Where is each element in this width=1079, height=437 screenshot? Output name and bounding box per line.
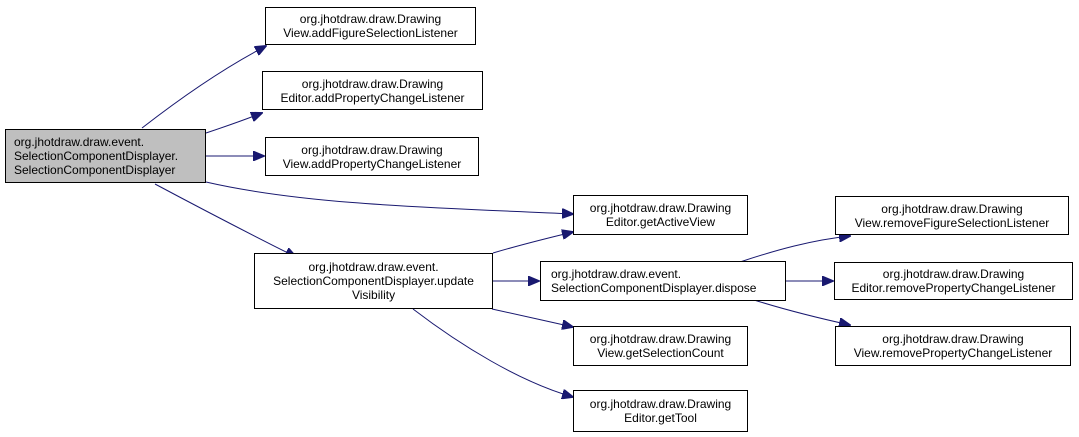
node-line: org.jhotdraw.draw.Drawing xyxy=(882,267,1025,281)
node-line: Editor.addPropertyChangeListener xyxy=(280,90,465,105)
node-line: org.jhotdraw.draw.event. xyxy=(14,135,145,149)
node-drawing-view-add-figure-selection-listener[interactable]: org.jhotdraw.draw.Drawing View.addFigure… xyxy=(265,7,476,45)
node-line: View.addFigureSelectionListener xyxy=(283,26,458,40)
node-line: View.removeFigureSelectionListener xyxy=(854,215,1050,230)
node-line: org.jhotdraw.draw.Drawing xyxy=(881,201,1023,216)
node-line: org.jhotdraw.draw.Drawing xyxy=(299,12,442,26)
node-line: SelectionComponentDisplayer. xyxy=(14,149,179,163)
edge-root-to-getActiveView xyxy=(205,181,573,214)
node-drawing-view-add-property-change-listener[interactable]: org.jhotdraw.draw.Drawing View.addProper… xyxy=(265,137,479,176)
node-line: org.jhotdraw.draw.event. xyxy=(551,267,682,281)
node-drawing-view-remove-figure-selection-listener[interactable]: org.jhotdraw.draw.Drawing View.removeFig… xyxy=(835,196,1069,235)
node-line: View.removePropertyChangeListener xyxy=(853,346,1053,360)
node-dispose[interactable]: org.jhotdraw.draw.event. SelectionCompon… xyxy=(540,261,786,301)
node-drawing-view-remove-property-change-listener[interactable]: org.jhotdraw.draw.Drawing View.removePro… xyxy=(835,326,1071,366)
node-line: org.jhotdraw.draw.Drawing xyxy=(882,332,1024,346)
node-drawing-editor-get-active-view[interactable]: org.jhotdraw.draw.Drawing Editor.getActi… xyxy=(573,195,748,235)
node-line: SelectionComponentDisplayer.dispose xyxy=(551,281,757,295)
node-line: org.jhotdraw.draw.Drawing xyxy=(589,201,732,215)
edge-root-to-addFigureSelectionListener xyxy=(141,46,266,129)
node-line: View.addPropertyChangeListener xyxy=(282,156,462,171)
node-drawing-editor-add-property-change-listener[interactable]: org.jhotdraw.draw.Drawing Editor.addProp… xyxy=(262,71,483,110)
node-line: Editor.getTool xyxy=(624,411,697,425)
node-root-selection-component-displayer-constructor[interactable]: org.jhotdraw.draw.event. SelectionCompon… xyxy=(5,129,206,183)
edge-updateVisibility-to-getTool xyxy=(412,308,573,397)
node-line: org.jhotdraw.draw.event. xyxy=(308,260,439,274)
node-line: SelectionComponentDisplayer xyxy=(14,163,176,177)
node-update-visibility[interactable]: org.jhotdraw.draw.event. SelectionCompon… xyxy=(254,253,493,309)
node-line: SelectionComponentDisplayer.update xyxy=(273,274,474,288)
node-line: org.jhotdraw.draw.Drawing xyxy=(589,397,732,411)
edge-dispose-to-removeFigureSelectionListener xyxy=(739,236,850,263)
node-line: Editor.getActiveView xyxy=(605,215,716,229)
node-line: org.jhotdraw.draw.Drawing xyxy=(301,142,443,157)
node-line: Visibility xyxy=(351,288,396,302)
node-drawing-editor-remove-property-change-listener[interactable]: org.jhotdraw.draw.Drawing Editor.removeP… xyxy=(834,262,1073,300)
node-line: org.jhotdraw.draw.Drawing xyxy=(589,332,732,346)
edge-root-to-editorAddPropertyChangeListener xyxy=(205,113,262,134)
edge-updateVisibility-to-getActiveView xyxy=(492,232,573,254)
node-drawing-editor-get-tool[interactable]: org.jhotdraw.draw.Drawing Editor.getTool xyxy=(573,390,748,432)
edge-root-to-updateVisibility xyxy=(154,183,296,257)
edge-dispose-to-viewRemovePropertyChangeListener xyxy=(753,299,850,325)
edge-updateVisibility-to-getSelectionCount xyxy=(491,308,573,327)
node-line: View.getSelectionCount xyxy=(597,346,724,360)
node-line: Editor.removePropertyChangeListener xyxy=(851,281,1056,295)
node-drawing-view-get-selection-count[interactable]: org.jhotdraw.draw.Drawing View.getSelect… xyxy=(573,326,748,366)
node-line: org.jhotdraw.draw.Drawing xyxy=(301,76,444,91)
